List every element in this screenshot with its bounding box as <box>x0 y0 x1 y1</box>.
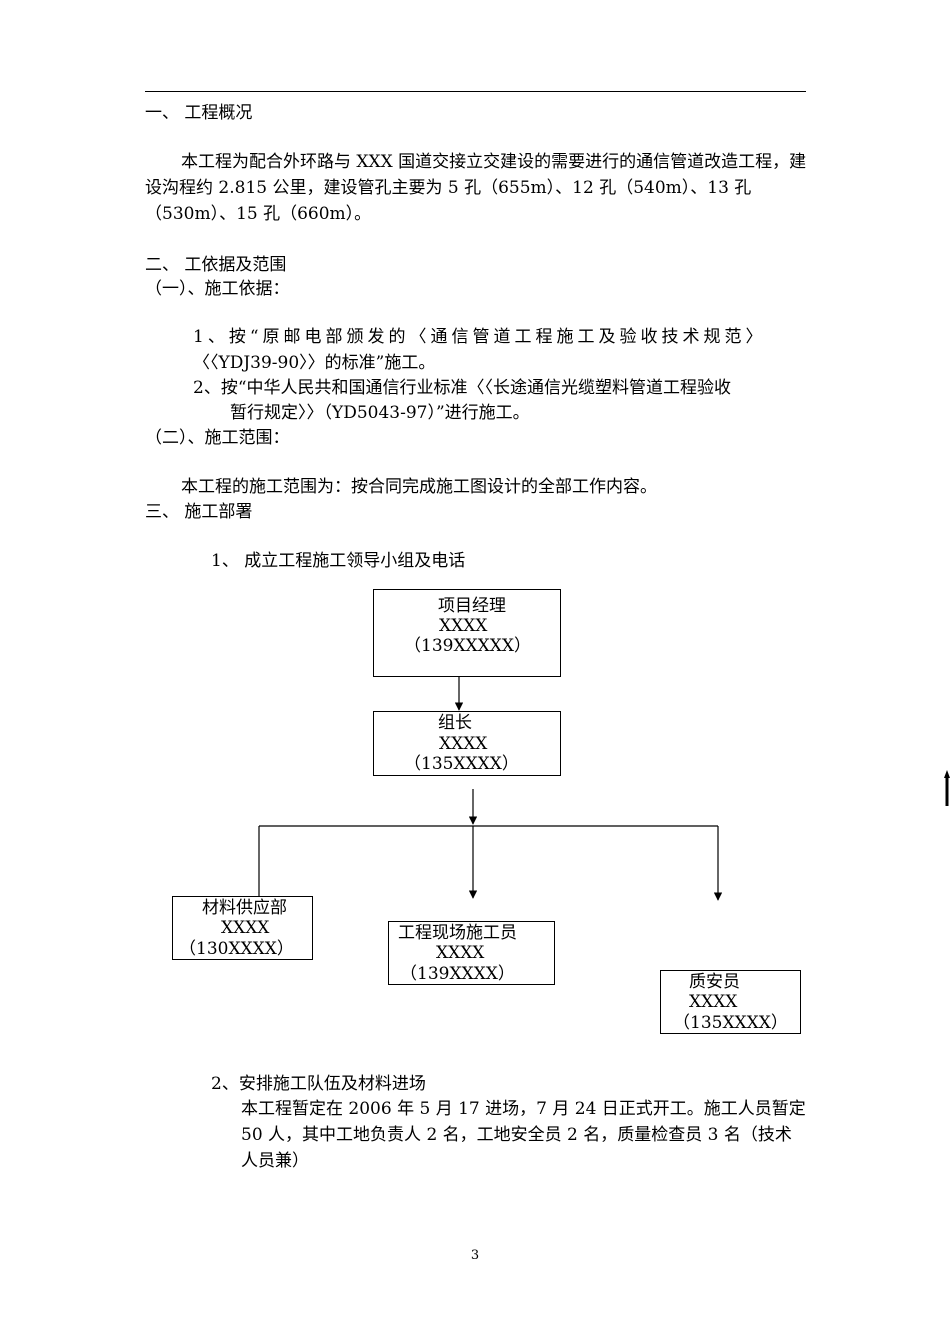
site-title: 工程现场施工员 <box>398 923 517 943</box>
basis-item-2-line-2: 暂行规定〉〉（YD5043-97）”进行施工。 <box>230 403 530 423</box>
leader-name: XXXX <box>439 734 488 754</box>
basis-subheading: （一）、施工依据： <box>145 279 290 299</box>
scope-paragraph: 本工程的施工范围为：按合同完成施工图设计的全部工作内容。 <box>181 477 657 497</box>
deployment-item-2-paragraph: 本工程暂定在 2006 年 5 月 17 进场，7 月 24 日正式开工。施工人… <box>241 1099 806 1171</box>
supply-name: XXXX <box>221 918 270 938</box>
manager-name: XXXX <box>439 616 488 636</box>
basis-item-2-line-1: 2、按“中华人民共和国通信行业标准〈〈长途通信光缆塑料管道工程验收 <box>193 378 732 398</box>
manager-title: 项目经理 <box>438 596 506 616</box>
site-phone: （139XXXX） <box>400 964 515 984</box>
deployment-item-2: 2、安排施工队伍及材料进场 <box>211 1074 426 1094</box>
section-3-heading: 三、 施工部署 <box>145 502 253 522</box>
basis-item-1-line-1: 1、按“原邮电部颁发的〈通信管道工程施工及验收技术规范〉 <box>193 327 767 347</box>
site-name: XXXX <box>436 943 485 963</box>
header-rule <box>145 91 806 92</box>
leader-phone: （135XXXX） <box>404 754 519 774</box>
quality-phone: （135XXXX） <box>673 1013 788 1033</box>
org-box-material-supply: 材料供应部 XXXX （130XXXX） <box>172 896 313 960</box>
section-1-paragraph: 本工程为配合外环路与 XXX 国道交接立交建设的需要进行的通信管道改造工程，建设… <box>145 152 807 224</box>
org-box-site-constructor: 工程现场施工员 XXXX （139XXXX） <box>388 921 555 985</box>
leader-title: 组长 <box>438 713 472 733</box>
section-1-heading: 一、 工程概况 <box>145 103 253 123</box>
quality-title: 质安员 <box>689 972 740 992</box>
deployment-item-1: 1、 成立工程施工领导小组及电话 <box>211 551 466 571</box>
scope-subheading: （二）、施工范围： <box>145 428 290 448</box>
supply-title: 材料供应部 <box>202 898 287 918</box>
org-box-group-leader: 组长 XXXX （135XXXX） <box>373 711 561 776</box>
basis-item-1-line-2: 〈〈YDJ39-90〉〉的标准”施工。 <box>193 353 436 373</box>
quality-name: XXXX <box>689 992 738 1012</box>
supply-phone: （130XXXX） <box>179 939 294 959</box>
manager-phone: （139XXXXX） <box>404 636 531 656</box>
org-box-project-manager: 项目经理 XXXX （139XXXXX） <box>373 589 561 677</box>
section-2-heading: 二、 工依据及范围 <box>145 255 287 275</box>
edge-arrow-mark <box>944 770 950 806</box>
page-number: 3 <box>470 1248 480 1263</box>
org-box-safety-quality: 质安员 XXXX （135XXXX） <box>660 970 801 1034</box>
